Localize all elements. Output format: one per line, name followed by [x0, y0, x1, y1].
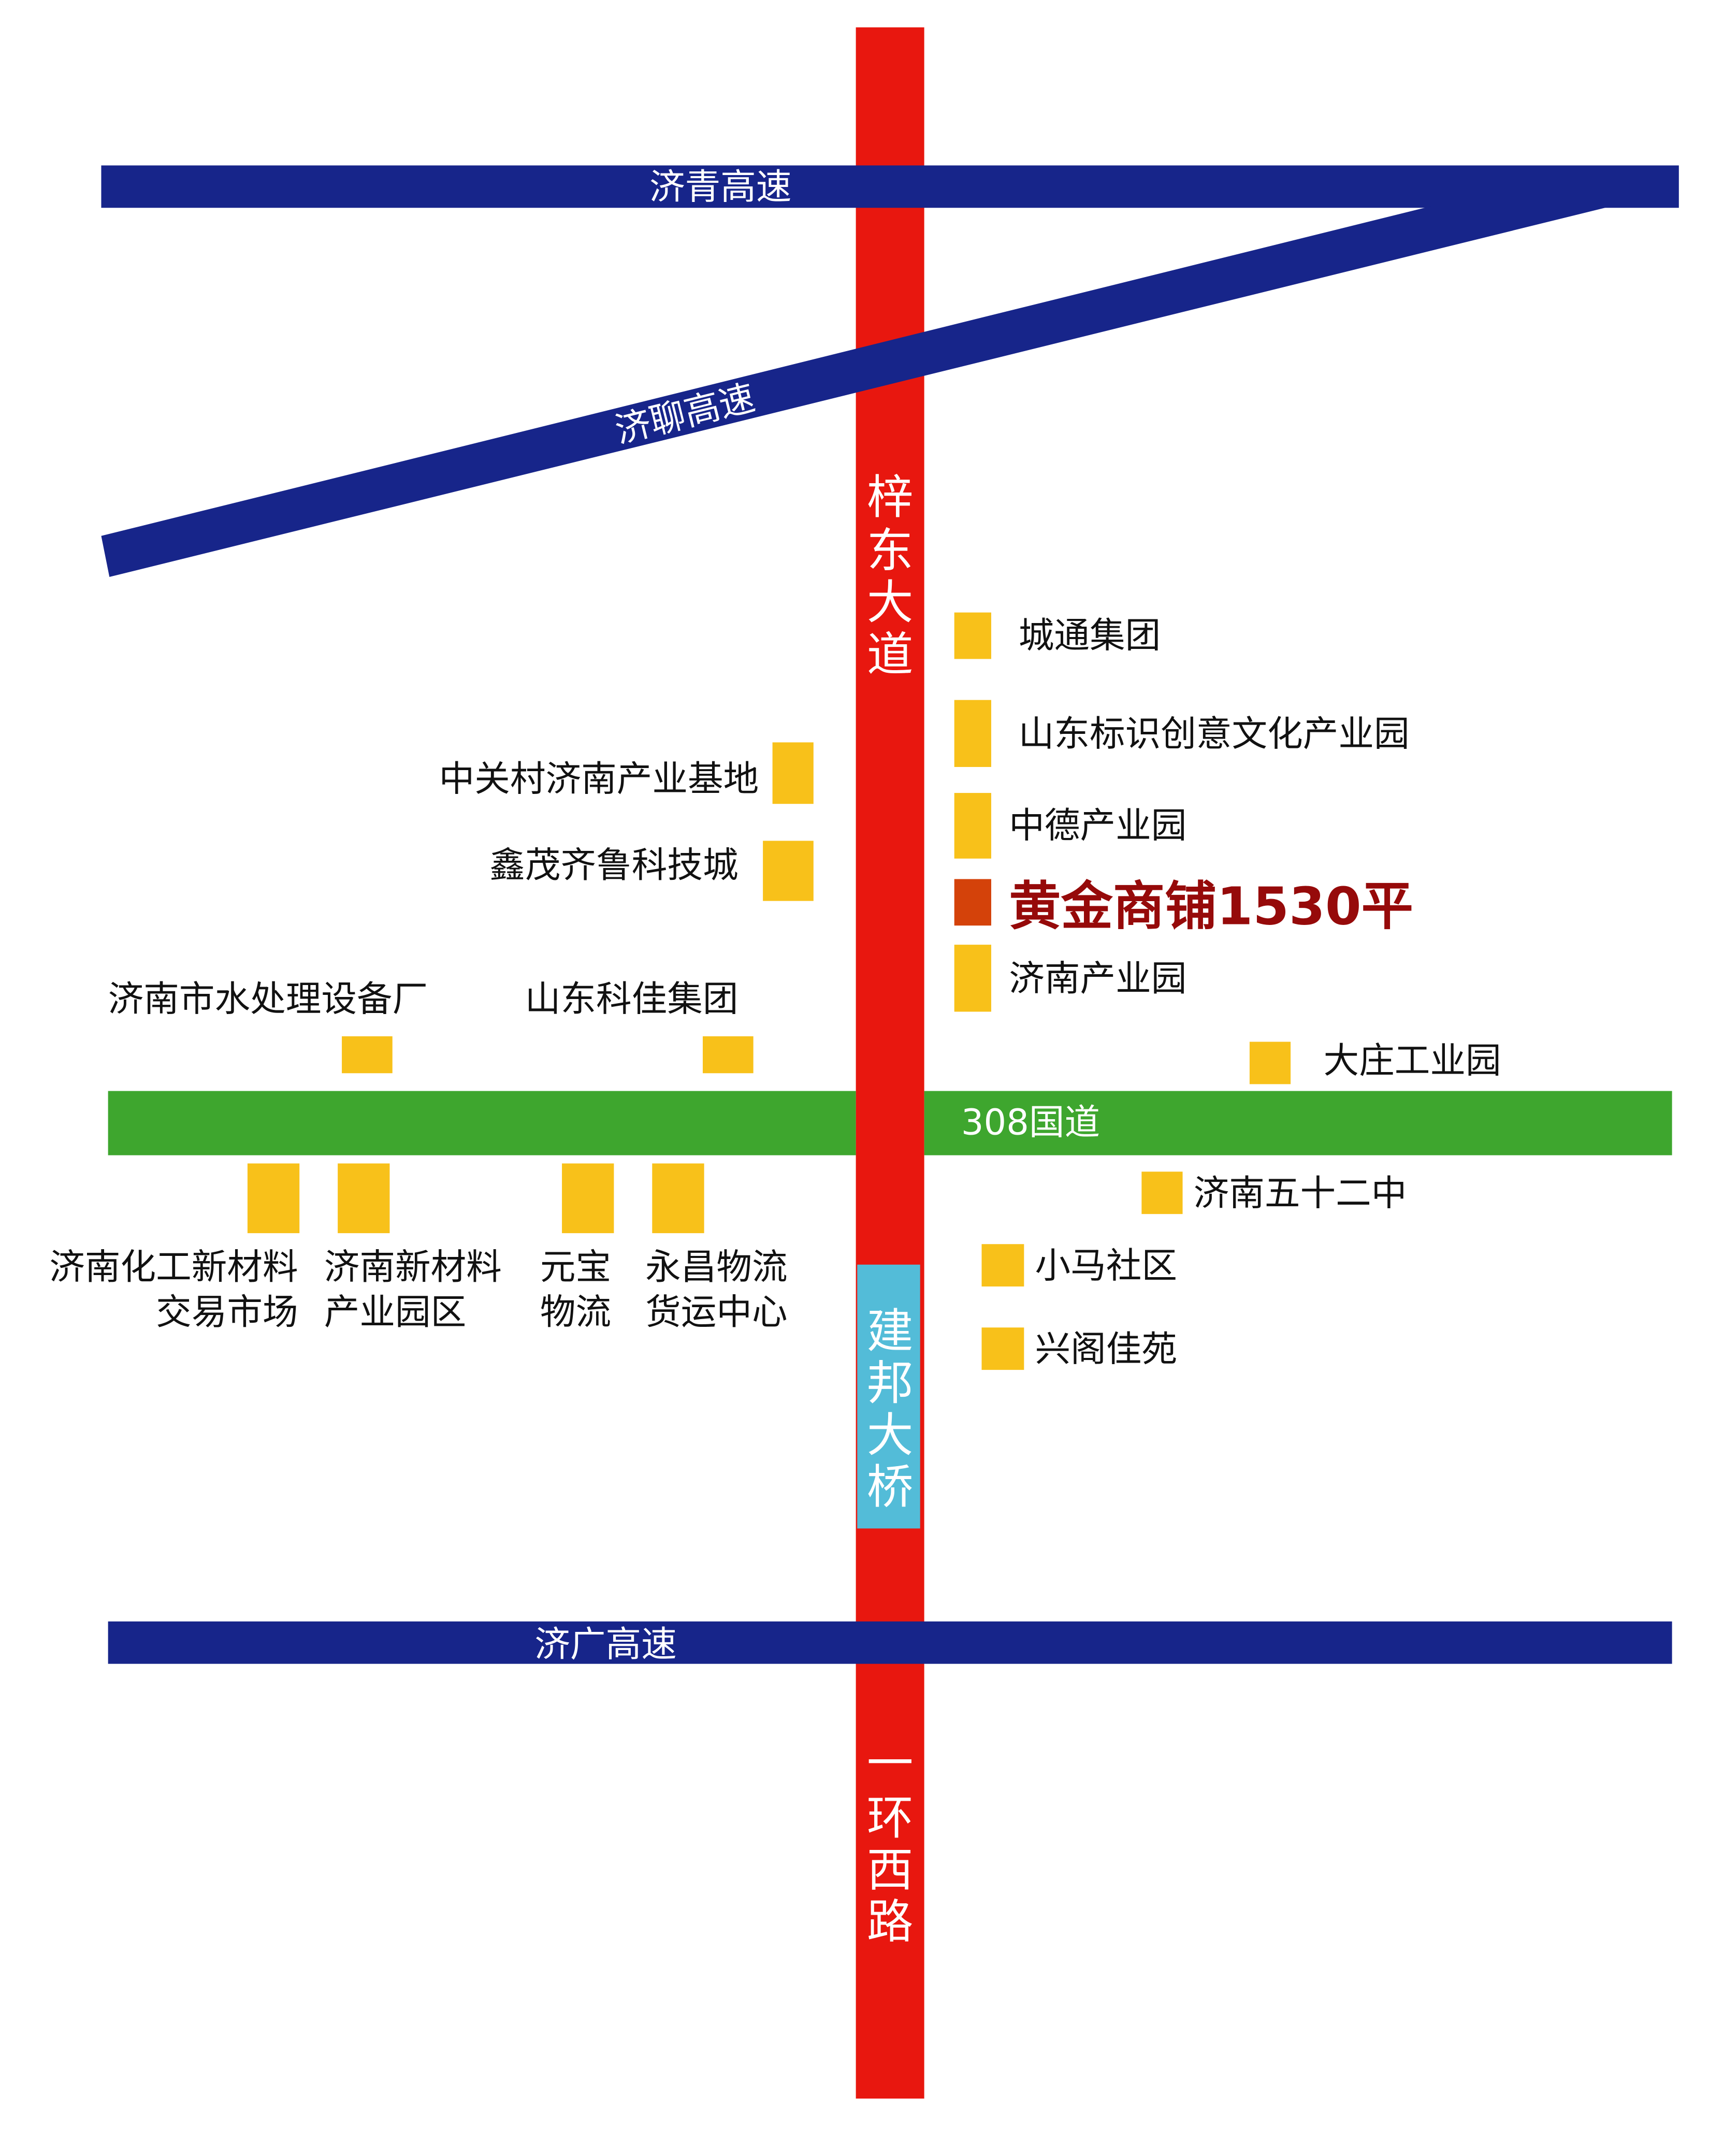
- poi-yongchang-line2: 货运中心: [645, 1292, 788, 1333]
- poi-dazhuang: 大庄工业园: [1323, 1040, 1501, 1082]
- poi-marker: [954, 793, 991, 859]
- poi-yuanbao-line2: 物流: [540, 1292, 611, 1333]
- poi-xiaoma: 小马社区: [1035, 1245, 1177, 1286]
- yihuan-char: 一: [867, 1737, 914, 1790]
- poi-jinan-park: 济南产业园: [1009, 958, 1186, 1000]
- jianbang-bridge-label: 建 邦 大 桥: [867, 1305, 914, 1514]
- poi-yuanbao-line1: 元宝: [540, 1247, 611, 1288]
- poi-water: 济南市水处理设备厂: [108, 979, 428, 1020]
- jiliao-expressway: [101, 205, 1616, 577]
- poi-marker: [652, 1163, 704, 1234]
- poi-zhongde: 中德产业园: [1009, 805, 1186, 846]
- zidong-char: 道: [867, 628, 914, 682]
- jiguang-expressway: [108, 1621, 1672, 1664]
- yihuan-char: 路: [867, 1895, 914, 1949]
- zidong-char: 大: [867, 576, 914, 630]
- poi-marker: [342, 1036, 393, 1074]
- bridge-char: 桥: [867, 1460, 914, 1514]
- poi-marker: [981, 1244, 1024, 1287]
- poi-marker: [954, 700, 991, 767]
- jiguang-expressway-label: 济广高速: [534, 1624, 677, 1666]
- poi-marker: [1141, 1171, 1183, 1214]
- poi-marker: [954, 612, 991, 659]
- bridge-char: 邦: [867, 1357, 914, 1411]
- poi-chengtong: 城通集团: [1019, 615, 1161, 657]
- yihuan-char: 西: [867, 1843, 914, 1897]
- zidong-avenue-label: 梓 东 大 道: [867, 471, 914, 682]
- poi-marker: [338, 1163, 390, 1234]
- poi-chem-line2: 交易市场: [156, 1292, 298, 1333]
- zidong-char: 东: [867, 524, 914, 578]
- bridge-char: 大: [867, 1409, 914, 1463]
- jiliao-expressway-label: 济聊高速: [611, 377, 759, 452]
- poi-marker: [763, 841, 814, 901]
- jiqing-expressway: [101, 165, 1679, 208]
- national-road-308-west: [108, 1091, 856, 1155]
- poi-newmat-line2: 产业园区: [324, 1292, 466, 1333]
- poi-xingge: 兴阁佳苑: [1035, 1329, 1177, 1370]
- bridge-char: 建: [867, 1305, 914, 1358]
- zidong-char: 梓: [867, 471, 914, 525]
- poi-xinmao: 鑫茂齐鲁科技城: [489, 845, 738, 886]
- yihuan-char: 环: [867, 1791, 914, 1845]
- yihuan-west-road-label: 一 环 西 路: [867, 1737, 914, 1949]
- highlight-label: 黄金商铺1530平: [1009, 876, 1413, 937]
- poi-yongchang-line1: 永昌物流: [645, 1247, 788, 1288]
- poi-marker: [1249, 1041, 1291, 1084]
- jiqing-expressway-label: 济青高速: [649, 167, 792, 208]
- poi-newmat-line1: 济南新材料: [324, 1247, 502, 1288]
- poi-sdbiaozhi: 山东标识创意文化产业园: [1019, 714, 1410, 755]
- poi-zgc: 中关村济南产业基地: [439, 759, 759, 800]
- poi-marker: [702, 1036, 754, 1074]
- poi-marker: [981, 1327, 1024, 1370]
- poi-kejia: 山东科佳集团: [525, 979, 738, 1020]
- poi-no52: 济南五十二中: [1194, 1173, 1407, 1214]
- highlight-marker: [954, 879, 991, 926]
- poi-marker: [247, 1163, 300, 1234]
- jianbang-bridge: [857, 1264, 920, 1529]
- poi-chem-line1: 济南化工新材料: [49, 1247, 298, 1288]
- poi-marker: [954, 945, 991, 1012]
- national-road-308-label: 308国道: [961, 1102, 1100, 1143]
- national-road-308-east: [924, 1091, 1672, 1155]
- poi-marker: [772, 742, 814, 804]
- poi-marker: [562, 1163, 614, 1234]
